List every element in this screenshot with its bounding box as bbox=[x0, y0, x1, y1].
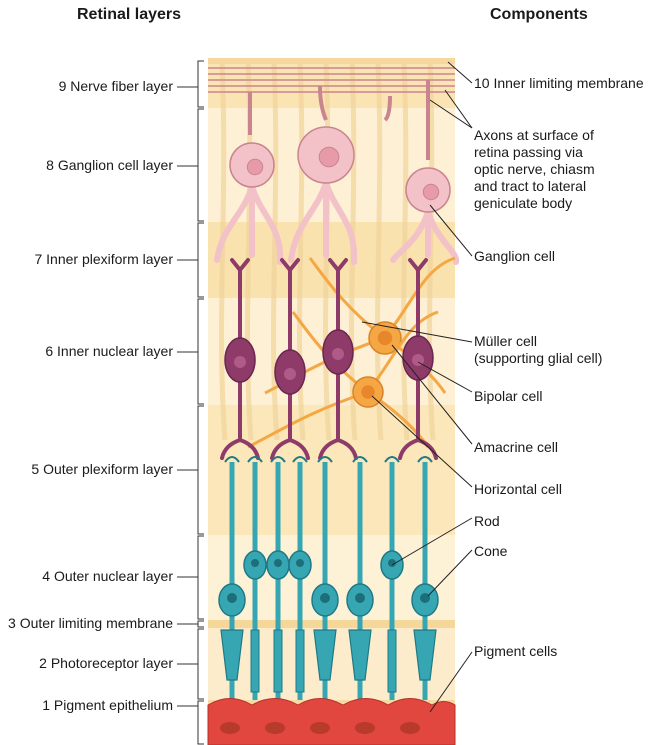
layer-label: 8 Ganglion cell layer bbox=[46, 157, 173, 173]
ganglion-nucleus bbox=[319, 147, 339, 167]
layer-label: 9 Nerve fiber layer bbox=[59, 78, 173, 94]
pigment-cell-nucleus bbox=[265, 722, 285, 734]
pigment-cell-nucleus bbox=[355, 722, 375, 734]
layer-bracket bbox=[198, 536, 204, 619]
component-label: 10 Inner limiting membrane bbox=[474, 75, 644, 92]
layer-brackets bbox=[177, 61, 204, 744]
cone-nucleus bbox=[320, 593, 330, 603]
muller-fiber bbox=[222, 64, 225, 440]
layer-label: 5 Outer plexiform layer bbox=[31, 461, 173, 477]
layer-bracket bbox=[198, 406, 204, 534]
layer-label: 6 Inner nuclear layer bbox=[45, 343, 173, 359]
component-label: Cone bbox=[474, 543, 507, 560]
pigment-layer bbox=[208, 699, 455, 745]
inner-limiting-membrane bbox=[208, 58, 455, 64]
component-label: Pigment cells bbox=[474, 643, 557, 660]
layer-bracket bbox=[198, 701, 204, 744]
layer-label: 3 Outer limiting membrane bbox=[8, 615, 173, 631]
layer-band bbox=[208, 620, 455, 628]
layer-bracket bbox=[198, 621, 204, 627]
layer-label: 4 Outer nuclear layer bbox=[42, 568, 173, 584]
layer-bracket bbox=[198, 109, 204, 221]
layer-bracket bbox=[198, 299, 204, 404]
layer-bracket bbox=[198, 629, 204, 699]
bipolar-nucleus bbox=[332, 348, 344, 360]
bipolar-nucleus bbox=[234, 356, 246, 368]
cone-nucleus bbox=[227, 593, 237, 603]
rod-nucleus bbox=[296, 559, 304, 567]
rod-outer-segment bbox=[296, 630, 304, 692]
ganglion-nucleus bbox=[247, 159, 262, 174]
bipolar-nucleus bbox=[284, 368, 296, 380]
cone-nucleus bbox=[355, 593, 365, 603]
rod-outer-segment bbox=[388, 630, 396, 692]
component-label: Ganglion cell bbox=[474, 248, 555, 265]
component-label: Müller cell(supporting glial cell) bbox=[474, 333, 602, 367]
rod-nucleus bbox=[251, 559, 259, 567]
component-label: Bipolar cell bbox=[474, 388, 542, 405]
component-label: Rod bbox=[474, 513, 500, 530]
rod-outer-segment bbox=[251, 630, 259, 692]
component-label: Amacrine cell bbox=[474, 439, 558, 456]
layer-label: 7 Inner plexiform layer bbox=[34, 251, 173, 267]
layer-label: 1 Pigment epithelium bbox=[42, 697, 173, 713]
layer-band bbox=[208, 58, 455, 108]
pigment-cell-nucleus bbox=[220, 722, 240, 734]
layer-label: 2 Photoreceptor layer bbox=[39, 655, 173, 671]
rod-nucleus bbox=[274, 559, 282, 567]
orange-nucleus bbox=[378, 331, 392, 345]
layer-bracket bbox=[198, 61, 204, 107]
pigment-cell-nucleus bbox=[310, 722, 330, 734]
layer-bracket bbox=[198, 223, 204, 297]
pigment-epithelium bbox=[208, 699, 455, 745]
cone-nucleus bbox=[420, 593, 430, 603]
ganglion-nucleus bbox=[423, 184, 438, 199]
rod-outer-segment bbox=[274, 630, 282, 692]
component-label: Horizontal cell bbox=[474, 481, 562, 498]
pigment-cell-nucleus bbox=[400, 722, 420, 734]
